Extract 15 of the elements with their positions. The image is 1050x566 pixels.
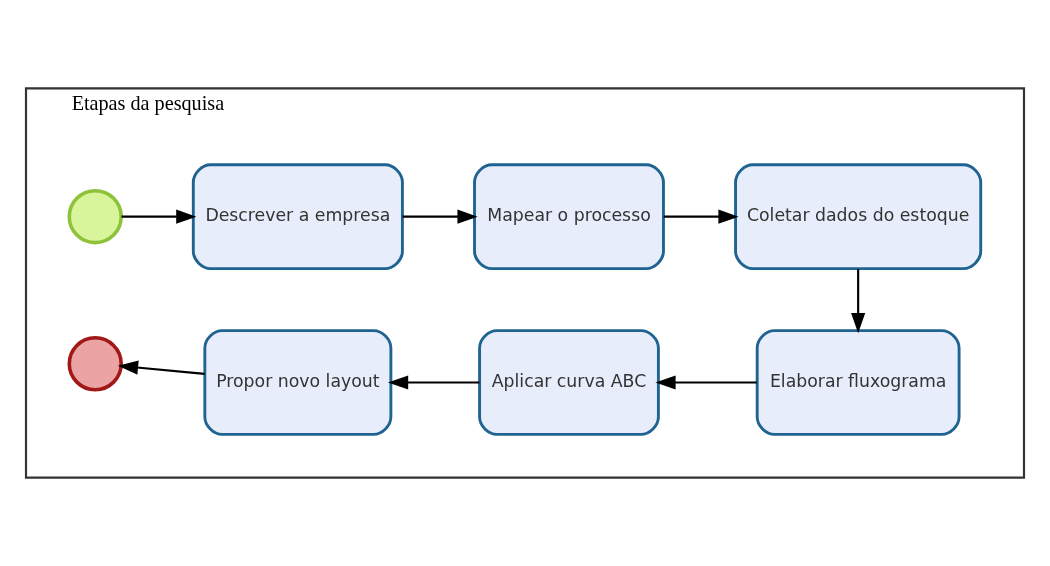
node-box: Aplicar curva ABC bbox=[478, 329, 660, 436]
arrow bbox=[402, 209, 478, 224]
node-circle bbox=[67, 188, 123, 245]
arrow bbox=[655, 375, 757, 390]
arrow bbox=[117, 360, 205, 375]
arrow bbox=[387, 375, 480, 390]
arrow bbox=[663, 209, 739, 224]
node-box: Mapear o processo bbox=[473, 163, 665, 270]
node-box: Propor novo layout bbox=[203, 329, 393, 436]
node-box: Elaborar fluxograma bbox=[755, 329, 961, 436]
arrow bbox=[121, 209, 197, 224]
node-box: Coletar dados do estoque bbox=[734, 163, 983, 270]
node-box: Descrever a empresa bbox=[191, 163, 404, 270]
arrow bbox=[851, 268, 866, 334]
node-circle bbox=[67, 336, 123, 392]
